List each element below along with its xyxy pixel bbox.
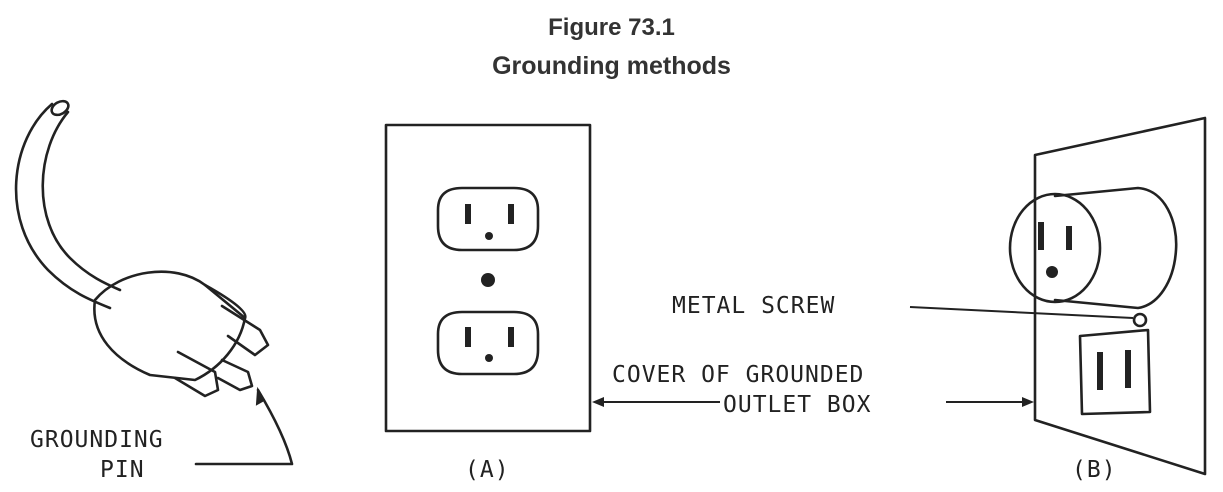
lower-receptacle [436,310,540,376]
grounding-pin-label-line1: GROUNDING [30,427,164,453]
receptacle-slot-left [1097,352,1103,390]
lower-ground-hole [485,354,493,362]
grounding-pin [216,358,254,392]
plug-body [93,270,247,382]
cover-arrowhead-left [592,397,604,407]
figure-number: Figure 73.1 [548,14,675,41]
upper-slot-right [508,204,514,224]
three-prong-plug-illustration [14,99,294,466]
cord-end [50,99,70,117]
plug-blade-bottom [173,350,220,398]
adapter-ground-hole [1046,266,1058,278]
metal-screw [1132,312,1148,328]
adapter-face [1008,192,1102,304]
metal-screw-pointer [909,306,1134,319]
cover-arrowhead-right [1022,397,1034,407]
two-slot-receptacle [1078,328,1152,416]
power-cord [14,102,112,310]
grounding-pin-pointer [194,388,294,466]
plug-face [203,283,247,320]
cover-plate [384,123,592,433]
adapter-slot-right [1066,226,1072,250]
upper-ground-hole [485,232,493,240]
adapter-outlet-illustration [909,116,1207,476]
lower-slot-right [508,327,514,347]
lower-slot-left [465,327,471,347]
panel-a-label: (A) [465,457,510,483]
adapter-cylinder-side [1053,186,1178,310]
adapter-slot-left [1038,222,1044,250]
grounding-pin-label-line2: PIN [100,457,145,483]
cover-label-line2: OUTLET BOX [723,392,871,418]
wall-plate-perspective [1033,116,1207,476]
grounding-pin-arrowhead [255,386,266,406]
metal-screw-label: METAL SCREW [672,293,835,319]
figure-title: Grounding methods [492,52,731,80]
receptacle-slot-right [1125,350,1131,388]
upper-slot-left [465,204,471,224]
power-cord-inner [41,110,122,292]
plug-blade-top [220,304,270,357]
cover-label-line1: COVER OF GROUNDED [612,362,864,388]
duplex-outlet-cover-plate [384,123,592,433]
center-screw [481,273,495,287]
panel-b-label: (B) [1072,457,1117,483]
upper-receptacle [436,186,540,252]
